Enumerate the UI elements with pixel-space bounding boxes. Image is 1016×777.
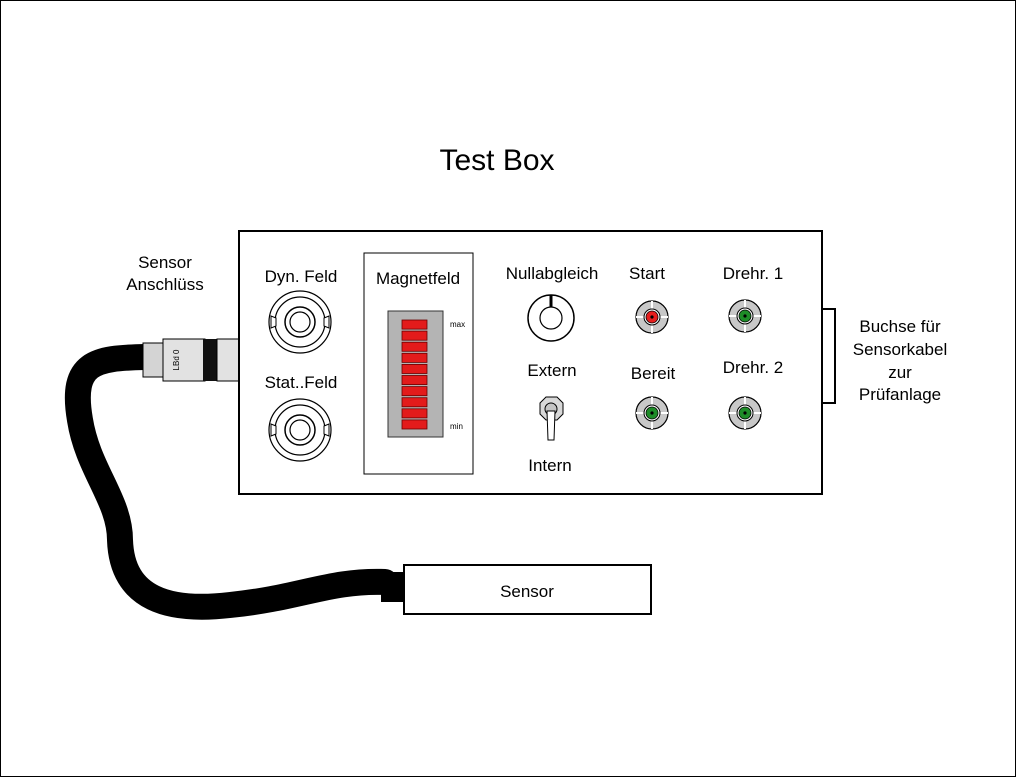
zero-adjust-label: Nullabgleich: [506, 264, 599, 283]
ready-label: Bereit: [631, 364, 676, 383]
meter-segment: [401, 397, 428, 408]
ready-led: [635, 396, 669, 430]
magnetic-field-label: Magnetfeld: [376, 269, 460, 288]
meter-segment: [401, 352, 428, 363]
dyn-field-bnc-connector[interactable]: [268, 290, 332, 354]
start-led: [635, 300, 669, 334]
diagram-title: Test Box: [439, 144, 554, 177]
meter-segment: [401, 341, 428, 352]
test-box-housing: [238, 230, 823, 495]
start-label: Start: [629, 264, 665, 283]
sensor-cable: [64, 344, 398, 620]
zero-adjust-knob[interactable]: [527, 294, 575, 342]
plug-marking: LBd 0: [172, 349, 181, 370]
rot2-label: Drehr. 2: [723, 358, 783, 377]
sensor-probe: Sensor: [381, 564, 652, 615]
rot1-led: [728, 299, 762, 333]
dyn-field-label: Dyn. Feld: [265, 267, 338, 286]
socket-label-line2: Sensorkabel: [853, 340, 948, 359]
socket-label-line4: Prüfanlage: [859, 385, 941, 404]
stat-field-label: Stat..Feld: [265, 373, 338, 392]
sensor-plug: LBd 0: [142, 338, 240, 382]
stat-field-bnc-connector[interactable]: [268, 398, 332, 462]
rot2-led: [728, 396, 762, 430]
extern-label: Extern: [527, 361, 576, 380]
meter-min-label: min: [450, 422, 463, 431]
meter-max-label: max: [450, 320, 465, 329]
rot1-label: Drehr. 1: [723, 264, 783, 283]
meter-segment: [401, 386, 428, 397]
meter-segment: [401, 330, 428, 341]
meter-segment: [401, 363, 428, 374]
meter-segment: [401, 419, 428, 430]
sensor-label: Sensor: [500, 582, 554, 601]
socket-label-line1: Buchse für: [859, 317, 941, 336]
extern-intern-toggle-switch[interactable]: [539, 396, 564, 441]
socket-label-line3: zur: [888, 363, 912, 382]
sensor-connections-label-line2: Anschlüss: [126, 275, 203, 294]
meter-segment: [401, 375, 428, 386]
intern-label: Intern: [528, 456, 571, 475]
sensor-cable-socket-bracket: [823, 308, 836, 404]
meter-segment: [401, 408, 428, 419]
sensor-connections-label-line1: Sensor: [138, 253, 192, 272]
meter-segments: [401, 319, 428, 430]
meter-segment: [401, 319, 428, 330]
